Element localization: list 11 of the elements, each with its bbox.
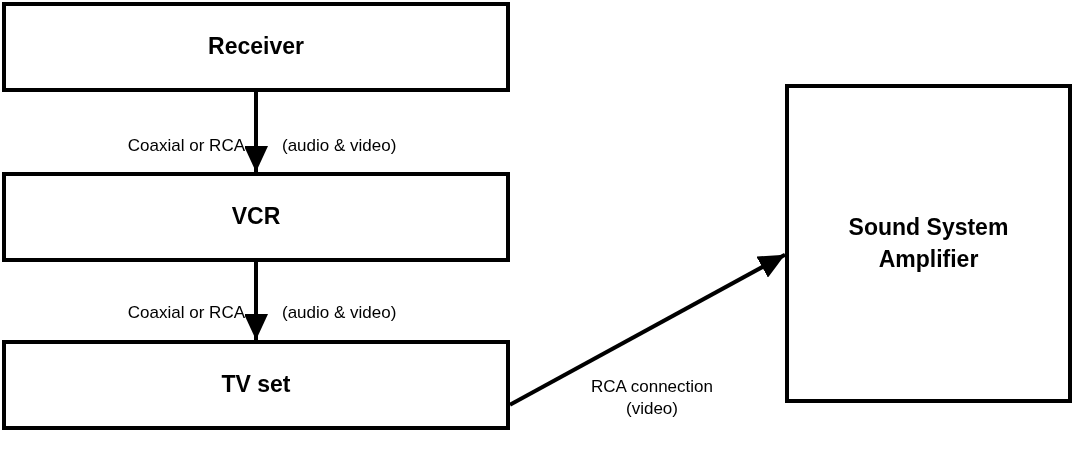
device-name: Receiver [208, 32, 304, 62]
device-box [2, 340, 510, 430]
device-box [785, 84, 1072, 403]
device-name: TV set [221, 370, 291, 400]
arrow [244, 262, 268, 340]
arrow [509, 252, 786, 407]
device-box [2, 2, 510, 92]
device-name: VCR [231, 202, 281, 232]
device-name: Sound System Amplifier [847, 213, 1010, 274]
device-box [2, 172, 510, 262]
arrow [244, 92, 268, 172]
